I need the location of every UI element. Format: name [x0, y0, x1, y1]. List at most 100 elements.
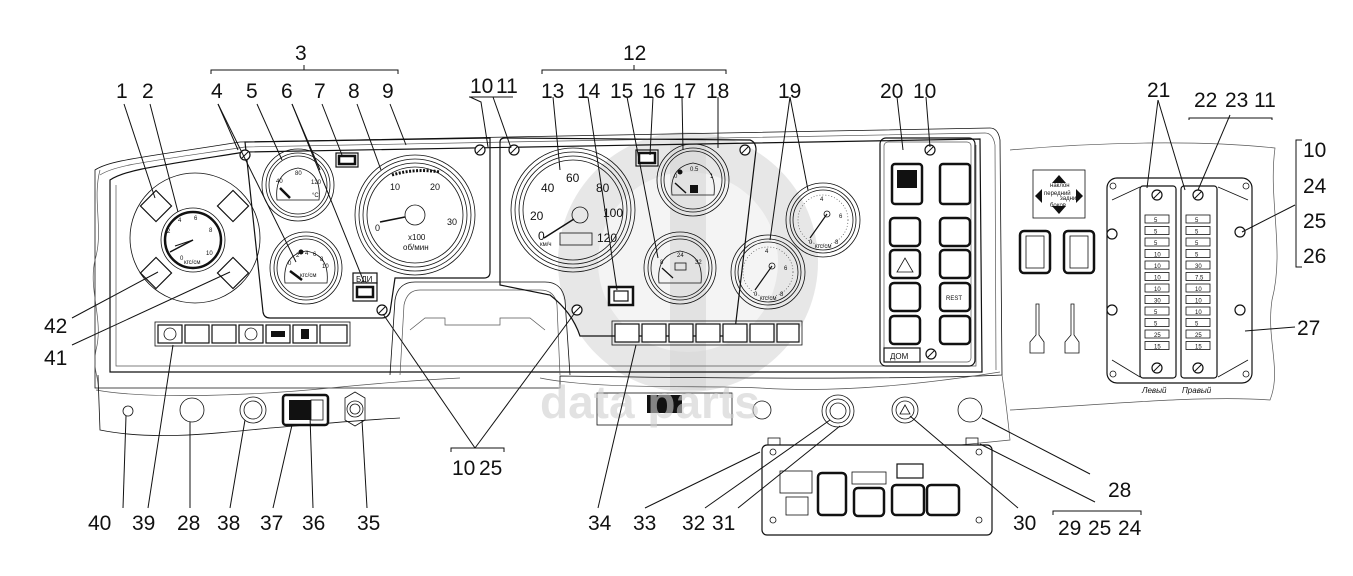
rocker-switch-right[interactable] — [1062, 229, 1096, 275]
callout-16: 16 — [642, 80, 665, 103]
coolant-temp-gauge: 40 80 120 °C — [261, 148, 335, 222]
lever-right[interactable] — [1064, 303, 1080, 354]
headlight-switch[interactable] — [888, 216, 922, 248]
fuse-left-9[interactable] — [1144, 306, 1170, 316]
callout-9: 9 — [382, 80, 394, 103]
item-32-button-inner — [825, 398, 851, 424]
item-plug-mid — [752, 400, 772, 420]
svg-text:Правый: Правый — [1182, 386, 1212, 395]
fuse-right-5[interactable] — [1185, 260, 1211, 270]
callout-28: 28 — [177, 512, 200, 535]
fuse-left-3[interactable] — [1144, 237, 1170, 247]
fuse-rating-left-9: 5 — [1154, 310, 1158, 316]
fuse-left-8[interactable] — [1144, 295, 1170, 304]
item-28-left-plug — [179, 397, 205, 423]
hazard-switch[interactable] — [888, 248, 922, 280]
fuse-right-2[interactable] — [1185, 226, 1211, 235]
diff-lock-switch[interactable] — [888, 314, 922, 346]
fuse-right-12[interactable] — [1185, 341, 1211, 350]
svg-text:10: 10 — [206, 251, 213, 257]
callout-39: 39 — [132, 512, 155, 535]
mirror-control[interactable]: наклон передний задний боков — [1032, 169, 1086, 219]
blank-switch-2[interactable] — [938, 216, 972, 248]
callout-25-r: 25 — [1303, 210, 1326, 233]
aux-rocker-switch[interactable] — [816, 471, 848, 517]
fuse-rating-right-12: 15 — [1195, 345, 1202, 351]
fuse-right-10[interactable] — [1185, 318, 1211, 327]
warning-lamp-2 — [216, 189, 250, 223]
callout-11-r: 11 — [1254, 89, 1276, 112]
svg-text:2: 2 — [167, 229, 171, 235]
callout-14: 14 — [577, 80, 601, 103]
fuse-right-6[interactable] — [1185, 272, 1211, 281]
heater-switch[interactable] — [938, 248, 972, 280]
fuse-rating-right-3: 5 — [1195, 241, 1199, 247]
fuse-right-4[interactable] — [1185, 249, 1211, 258]
svg-text:80: 80 — [295, 171, 302, 177]
brake-pressure-gauge-2: 0 4 6 8 кгс/см — [785, 182, 861, 258]
lamp-7 — [335, 152, 359, 168]
blank-switch[interactable] — [938, 162, 972, 206]
turn-signal-lamp — [722, 323, 748, 343]
fog-light-switch[interactable] — [888, 281, 922, 313]
fuse-left-2[interactable] — [1144, 226, 1170, 235]
bdi-indicator: БДИ — [352, 272, 378, 302]
item-30-hazard-button[interactable] — [891, 396, 919, 424]
fuse-left-7[interactable] — [1144, 283, 1170, 293]
fuse-left-10[interactable] — [1144, 318, 1170, 327]
rest-switch[interactable] — [938, 281, 972, 313]
dashboard-outline — [92, 127, 1278, 446]
callout-26-r: 26 — [1303, 245, 1326, 268]
aux-button-3[interactable] — [925, 483, 961, 517]
coolant-lamp — [211, 324, 237, 344]
callout-35: 35 — [357, 512, 380, 535]
fuse-rating-right-7: 10 — [1195, 287, 1202, 293]
fuse-right-11[interactable] — [1185, 329, 1211, 339]
speedometer: 0 20 40 60 80 100 120 км/ч — [510, 147, 636, 273]
callout-20: 20 — [880, 80, 903, 103]
aux-button-2[interactable] — [890, 483, 926, 517]
fuse-left-11[interactable] — [1144, 329, 1170, 339]
lever-left[interactable] — [1029, 303, 1045, 354]
rocker-switch-left[interactable] — [1018, 229, 1052, 275]
item-38-button[interactable] — [239, 396, 267, 424]
fuse-rating-right-10: 5 — [1195, 322, 1199, 328]
callout-19: 19 — [778, 80, 801, 103]
item-35-socket-inner — [346, 400, 364, 418]
fuse-left-5[interactable] — [1144, 260, 1170, 270]
air-pressure-cluster: 2 4 6 8 10 0 кгс/см — [129, 172, 261, 304]
callout-2: 2 — [142, 80, 154, 103]
fuse-right-8[interactable] — [1185, 295, 1211, 304]
fuse-left-4[interactable] — [1144, 249, 1170, 258]
svg-text:наклон: наклон — [1050, 183, 1070, 189]
callout-4: 4 — [211, 80, 223, 103]
callout-17: 17 — [673, 80, 696, 103]
diff-lock-switch-2[interactable] — [938, 314, 972, 346]
svg-text:боков: боков — [1050, 203, 1066, 209]
svg-text:°C: °C — [312, 193, 319, 199]
fuse-right-3[interactable] — [1185, 237, 1211, 247]
aux-button-1[interactable] — [852, 486, 886, 518]
callout-28-right: 28 — [1108, 479, 1131, 502]
svg-text:40: 40 — [541, 181, 555, 195]
fuse-left-12[interactable] — [1144, 341, 1170, 350]
svg-text:1: 1 — [710, 174, 714, 180]
fuse-rating-left-5: 10 — [1154, 264, 1161, 270]
callout-21: 21 — [1147, 79, 1170, 102]
callout-32: 32 — [682, 512, 705, 535]
svg-text:8: 8 — [660, 260, 664, 266]
fuse-right-9[interactable] — [1185, 306, 1211, 316]
oil-pressure-gauge: 0 2 4 6 8 10 кгс/см — [269, 231, 343, 305]
svg-text:Левый: Левый — [1141, 386, 1167, 395]
item-38-button-inner — [243, 400, 263, 420]
fuse-left-1[interactable] — [1144, 214, 1170, 224]
brake-pressure-gauge-1: 0 4 6 8 кгс/см — [730, 234, 806, 310]
callout-41: 41 — [44, 347, 67, 370]
svg-text:0: 0 — [375, 223, 380, 233]
fuse-right-1[interactable] — [1185, 214, 1211, 224]
fuse-right-7[interactable] — [1185, 283, 1211, 293]
switch-panel-20: REST ДОМ — [879, 137, 976, 367]
warning-lamp-strip-34 — [611, 320, 803, 346]
turn-signal-trailer-lamp — [695, 323, 721, 343]
fuse-left-6[interactable] — [1144, 272, 1170, 281]
